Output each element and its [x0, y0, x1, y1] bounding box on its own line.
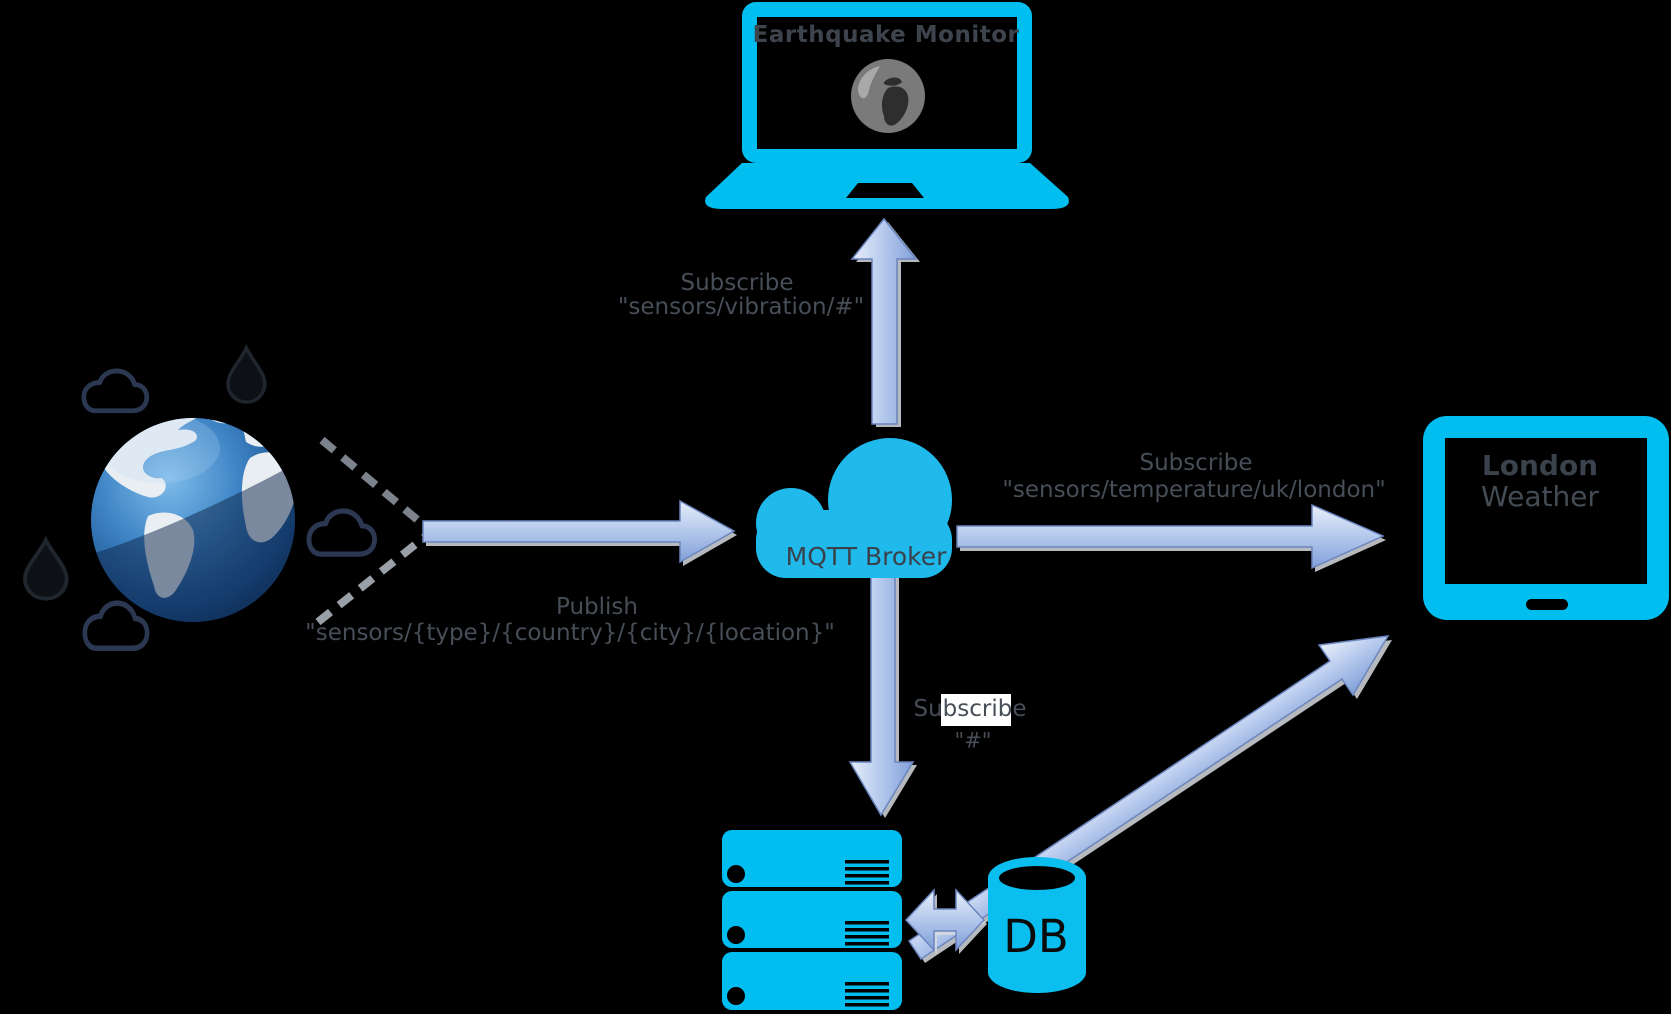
tablet-home-button [1526, 599, 1568, 610]
tablet-title: London [1481, 449, 1599, 483]
label-highlight-box [941, 694, 1011, 726]
cloud-icon [85, 603, 147, 648]
database-label: DB [1003, 910, 1069, 963]
server-icon [722, 830, 902, 887]
publish-arrow [422, 499, 737, 566]
server-vents [845, 860, 889, 885]
subscribe-right-action: Subscribe [1139, 450, 1253, 477]
laptop [705, 2, 1069, 209]
publish-action: Publish [556, 594, 638, 621]
server-icon [722, 891, 902, 948]
subscribe-top-topic: "sensors/vibration/#" [617, 294, 865, 321]
cloud-icon [309, 511, 375, 554]
server-stack [722, 830, 902, 1010]
publish-topic: "sensors/{type}/{country}/{city}/{locati… [305, 620, 835, 647]
subscribe-down-arrow [848, 565, 917, 818]
dashed-sensor-line-upper [319, 436, 429, 531]
laptop-title: Earthquake Monitor [752, 22, 1020, 49]
server-db-double-arrow [904, 888, 987, 954]
tablet [1423, 416, 1669, 620]
subscribe-up-arrow [850, 217, 920, 427]
cloud-icon [84, 371, 147, 411]
tablet-screen [1445, 438, 1647, 584]
laptop-base-notch [846, 183, 924, 198]
server-icon [722, 952, 902, 1010]
tablet-subtitle: Weather [1481, 480, 1599, 514]
drop-icon [226, 346, 267, 404]
subscribe-right-arrow [956, 503, 1386, 572]
dashed-sensor-line-lower [315, 532, 429, 626]
server-led [727, 865, 745, 883]
broker-label: MQTT Broker [785, 542, 947, 571]
server-led [727, 987, 745, 1005]
database-opening [999, 866, 1075, 890]
subscribe-down-topic: "#" [954, 728, 992, 753]
subscribe-right-topic: "sensors/temperature/uk/london" [1002, 477, 1386, 504]
subscribe-top-action: Subscribe [680, 270, 794, 297]
server-vents [845, 921, 889, 946]
globe-icon [851, 59, 925, 133]
server-led [727, 926, 745, 944]
broker-cloud [756, 438, 952, 578]
earth-globe [91, 418, 295, 622]
drop-icon [23, 538, 69, 601]
database-cylinder-icon [988, 857, 1086, 993]
server-vents [845, 982, 889, 1007]
subscribe-down-action: Subscribe [913, 696, 1027, 723]
server-to-tablet-arrow [907, 635, 1392, 963]
